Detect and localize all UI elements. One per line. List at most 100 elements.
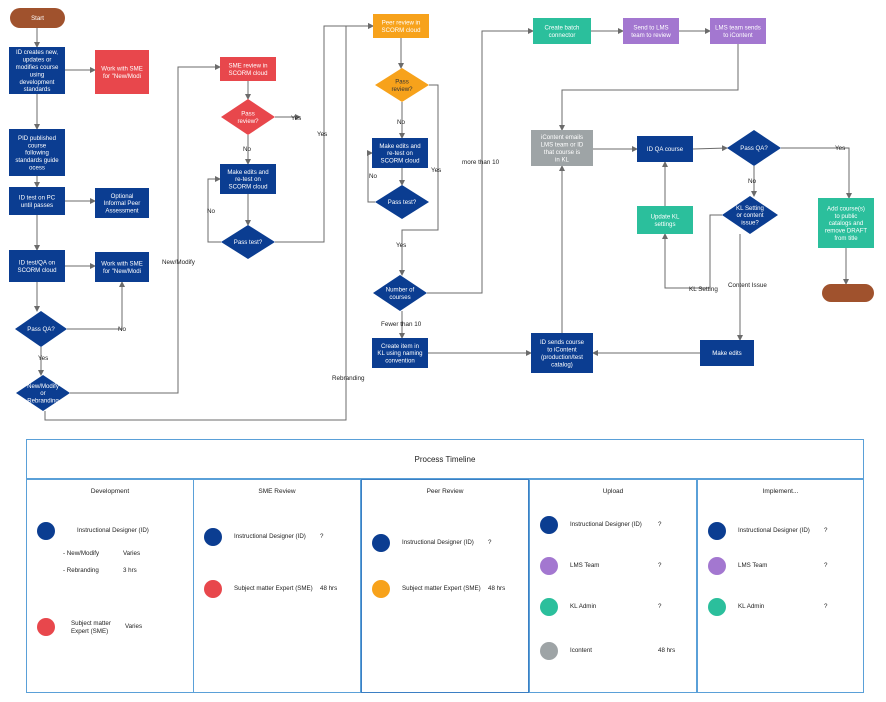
node-pass-test1: Pass test? — [221, 225, 275, 259]
member-name: Instructional Designer (ID) — [402, 539, 474, 546]
member-row: Subject matter Expert (SME)48 hrs — [362, 580, 528, 600]
role-dot — [708, 557, 726, 575]
connector — [781, 147, 852, 199]
pass-test2-shape — [375, 185, 429, 219]
phase-implement: Implement...Instructional Designer (ID)?… — [697, 479, 864, 693]
pid-published-shape — [9, 129, 65, 176]
member-hours: ? — [320, 533, 324, 540]
pass-review1-shape — [221, 99, 275, 135]
make-edits3-label: Make edits — [712, 350, 741, 357]
role-dot — [540, 598, 558, 616]
node-make-edits3: Make edits — [700, 340, 754, 366]
make-edits1-shape — [220, 164, 276, 194]
edge-label-no: No — [207, 208, 216, 215]
edge-label-more-than-10: more than 10 — [462, 159, 500, 166]
pass-review2-shape — [375, 68, 429, 102]
member-hours: ? — [658, 521, 662, 528]
member-hours: 48 hrs — [320, 585, 338, 592]
node-pass-qa1: Pass QA? — [15, 311, 67, 347]
edge-label-no: No — [397, 119, 406, 126]
node-end — [822, 284, 874, 302]
member-row: KL Admin? — [530, 598, 696, 618]
node-start: Start — [10, 8, 65, 28]
member-row: Instructional Designer (ID) — [27, 522, 193, 542]
role-dot — [372, 580, 390, 598]
edge-label-yes: Yes — [396, 242, 406, 249]
pass-test2-label: Pass test? — [388, 199, 417, 206]
connector — [662, 214, 722, 289]
role-dot — [204, 580, 222, 598]
role-dot — [540, 557, 558, 575]
member-name: KL Admin — [738, 603, 765, 610]
edge-label-yes: Yes — [431, 167, 441, 174]
edge-label-no: No — [118, 326, 127, 333]
lms-sends-shape — [710, 18, 766, 44]
member-row: Instructional Designer (ID)? — [698, 522, 863, 542]
phase-title: SME Review — [258, 488, 296, 495]
member-name: Instructional Designer (ID) — [77, 527, 149, 534]
member-hours: ? — [488, 539, 492, 546]
id-sends-shape — [531, 333, 593, 373]
edge-label-yes: Yes — [835, 145, 845, 152]
number-courses-shape — [373, 275, 427, 311]
kl-setting-q-shape — [722, 196, 778, 234]
member-hours: ? — [824, 603, 828, 610]
pass-qa2-label: Pass QA? — [740, 145, 768, 152]
edge-label-rebranding: Rebranding — [332, 375, 365, 382]
member-name: Instructional Designer (ID) — [570, 521, 642, 528]
member-name: Subject matter Expert (SME) — [71, 620, 111, 635]
update-kl-shape — [637, 206, 693, 234]
node-pass-test2: Pass test? — [375, 185, 429, 219]
make-edits3-shape — [700, 340, 754, 366]
id-test-pc-shape — [9, 187, 65, 215]
create-item-shape — [372, 338, 428, 368]
member-hours: ? — [658, 562, 662, 569]
role-dot — [372, 534, 390, 552]
node-pass-qa2: Pass QA? — [727, 130, 781, 166]
edge-label-new-modify: New/Modify — [162, 259, 196, 266]
connector — [692, 145, 728, 152]
member-hours: ? — [824, 562, 828, 569]
member-hours: Varies — [125, 623, 143, 630]
pass-test1-shape — [221, 225, 275, 259]
role-dot — [37, 522, 55, 540]
connector — [67, 281, 125, 330]
member-row: Subject matter Expert (SME)48 hrs — [194, 580, 360, 600]
member-row: LMS Team? — [530, 557, 696, 577]
edge-label-no: No — [243, 146, 252, 153]
phase-title: Development — [90, 488, 130, 495]
edge-label-fewer-than-10: Fewer than 10 — [381, 321, 422, 328]
sub-item-label: - New/Modify — [63, 550, 100, 557]
pass-qa2-shape — [727, 130, 781, 166]
new-modify-rebrand-shape — [16, 375, 70, 411]
member-row: Instructional Designer (ID)? — [194, 528, 360, 548]
edge-label-no: No — [369, 173, 378, 180]
connector — [427, 28, 534, 294]
